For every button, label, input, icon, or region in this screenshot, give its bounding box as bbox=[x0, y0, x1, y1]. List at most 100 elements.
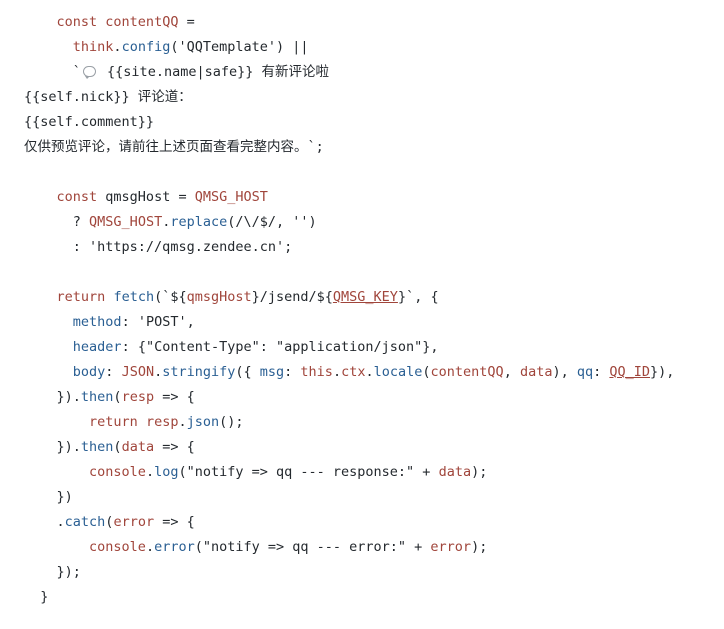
identifier-contentQQ: contentQQ bbox=[430, 364, 504, 380]
keyword-const: const bbox=[56, 14, 98, 30]
indent bbox=[24, 239, 73, 255]
code-text: ('QQTemplate') || bbox=[170, 39, 309, 55]
method-catch: catch bbox=[64, 514, 106, 530]
code-block: const contentQQ = think.config('QQTempla… bbox=[24, 10, 714, 610]
punct: ( bbox=[113, 439, 122, 455]
punct: => { bbox=[154, 514, 195, 530]
constant-QMSG_KEY: QMSG_KEY bbox=[332, 289, 398, 305]
code-line-9: ? QMSG_HOST.replace(/\/$/, '') bbox=[24, 210, 714, 235]
indent bbox=[24, 289, 57, 305]
backtick: ` bbox=[72, 64, 81, 80]
code-text: {{self.nick}} bbox=[24, 89, 138, 105]
punct: : bbox=[284, 364, 301, 380]
code-text: : 'POST', bbox=[121, 314, 195, 330]
code-text: }/jsend/${ bbox=[251, 289, 333, 305]
identifier-error: error bbox=[430, 539, 472, 555]
method-log: log bbox=[154, 464, 179, 480]
keyword-return: return bbox=[89, 414, 138, 430]
property-body: body bbox=[72, 364, 106, 380]
punct: : bbox=[105, 364, 122, 380]
code-text: (/\/$/, '') bbox=[227, 214, 317, 230]
code-text: }`, { bbox=[397, 289, 439, 305]
punct: }). bbox=[56, 389, 81, 405]
punct: . bbox=[162, 214, 171, 230]
method-config: config bbox=[121, 39, 171, 55]
code-line-12: return fetch(`${qmsgHost}/jsend/${QMSG_K… bbox=[24, 285, 714, 310]
indent bbox=[24, 389, 57, 405]
keyword-this: this bbox=[300, 364, 333, 380]
indent bbox=[24, 14, 57, 30]
identifier-console: console bbox=[89, 464, 146, 480]
method-then: then bbox=[80, 389, 114, 405]
method-locale: locale bbox=[373, 364, 423, 380]
code-line-17: return resp.json(); bbox=[24, 410, 714, 435]
code-line-21: .catch(error => { bbox=[24, 510, 714, 535]
identifier-data: data bbox=[121, 439, 155, 455]
property-qq: qq bbox=[576, 364, 594, 380]
punct: => { bbox=[154, 439, 195, 455]
code-line-18: }).then(data => { bbox=[24, 435, 714, 460]
indent bbox=[24, 39, 73, 55]
indent bbox=[24, 314, 73, 330]
indent bbox=[24, 189, 57, 205]
code-line-14: header: {"Content-Type": "application/js… bbox=[24, 335, 714, 360]
code-line-22: console.error("notify => qq --- error:" … bbox=[24, 535, 714, 560]
indent bbox=[24, 214, 73, 230]
punct: . bbox=[145, 464, 155, 480]
punct: }); bbox=[56, 564, 81, 580]
code-line-8: const qmsgHost = QMSG_HOST bbox=[24, 185, 714, 210]
identifier-JSON: JSON bbox=[121, 364, 155, 380]
method-stringify: stringify bbox=[162, 364, 236, 380]
cjk-text: 有新评论啦 bbox=[261, 64, 329, 80]
indent bbox=[24, 489, 57, 505]
indent bbox=[24, 64, 73, 80]
code-line-19: console.log("notify => qq --- response:"… bbox=[24, 460, 714, 485]
property-method: method bbox=[72, 314, 122, 330]
identifier-resp: resp bbox=[137, 414, 179, 430]
operator: = bbox=[178, 14, 195, 30]
punct: . bbox=[178, 414, 187, 430]
identifier-contentQQ: contentQQ bbox=[105, 14, 179, 30]
code-line-20: }) bbox=[24, 485, 714, 510]
code-text: {{site.name|safe}} bbox=[98, 64, 262, 80]
identifier-console: console bbox=[89, 539, 146, 555]
code-text: : {"Content-Type": "application/json"}, bbox=[121, 339, 439, 355]
punct: => { bbox=[154, 389, 195, 405]
punct: . bbox=[113, 39, 122, 55]
punct: : bbox=[593, 364, 610, 380]
indent bbox=[24, 414, 89, 430]
punct: }) bbox=[56, 489, 73, 505]
speech-bubble-icon bbox=[82, 66, 96, 79]
code-line-15: body: JSON.stringify({ msg: this.ctx.loc… bbox=[24, 360, 714, 385]
keyword-const: const bbox=[56, 189, 98, 205]
punct: ), bbox=[552, 364, 577, 380]
code-line-blank bbox=[24, 160, 714, 185]
code-text: (`${ bbox=[154, 289, 187, 305]
constant-QMSG_HOST: QMSG_HOST bbox=[89, 214, 163, 230]
code-line-6: 仅供预览评论，请前往上述页面查看完整内容。`; bbox=[24, 135, 714, 160]
identifier-data: data bbox=[519, 364, 553, 380]
code-line-23: }); bbox=[24, 560, 714, 585]
operator: ? bbox=[72, 214, 90, 230]
code-line-2: think.config('QQTemplate') || bbox=[24, 35, 714, 60]
punct: ); bbox=[471, 539, 488, 555]
punct: . bbox=[365, 364, 374, 380]
punct: , bbox=[503, 364, 520, 380]
indent bbox=[24, 339, 73, 355]
punct: . bbox=[332, 364, 342, 380]
operator: = bbox=[170, 189, 195, 205]
constant-QQ_ID: QQ_ID bbox=[609, 364, 651, 380]
code-line-24: } bbox=[24, 585, 714, 610]
code-text: : 'https://qmsg.zendee.cn'; bbox=[72, 239, 293, 255]
punct: . bbox=[154, 364, 163, 380]
punct: ( bbox=[105, 514, 114, 530]
code-text: ("notify => qq --- response:" + bbox=[178, 464, 439, 480]
method-replace: replace bbox=[170, 214, 228, 230]
code-line-3: ` {{site.name|safe}} 有新评论啦 bbox=[24, 60, 714, 85]
punct: . bbox=[56, 514, 65, 530]
code-text: `; bbox=[307, 139, 324, 155]
punct: . bbox=[145, 539, 155, 555]
constant-QMSG_HOST: QMSG_HOST bbox=[194, 189, 268, 205]
punct: (); bbox=[219, 414, 244, 430]
indent bbox=[24, 589, 40, 605]
